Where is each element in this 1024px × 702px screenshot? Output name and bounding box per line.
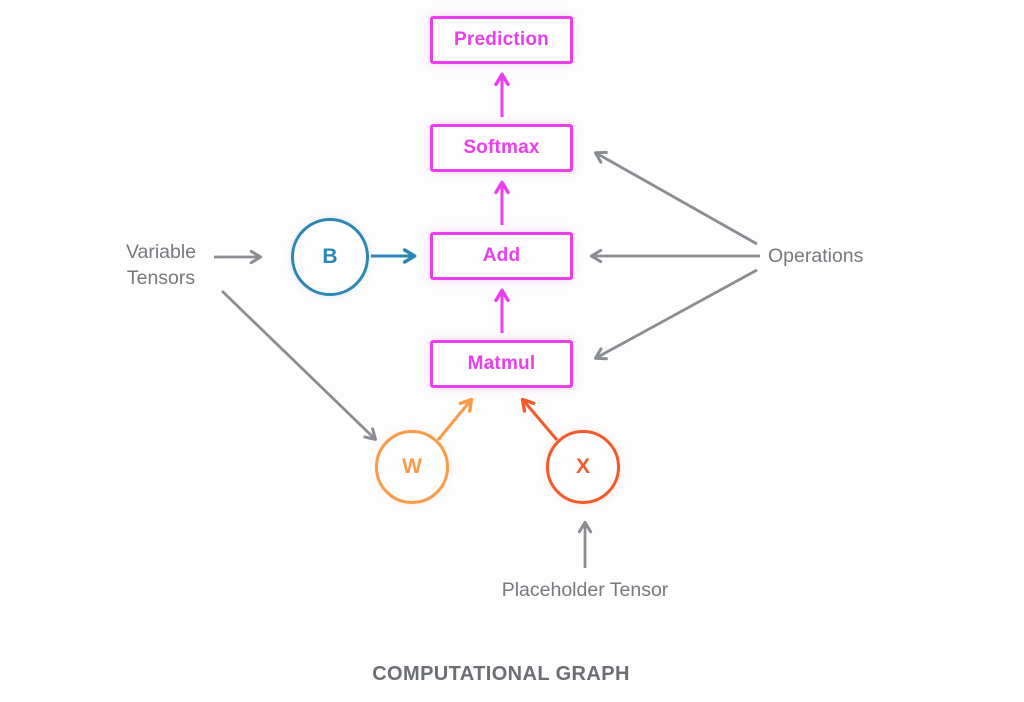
label-placeholder-tensor: Placeholder Tensor: [501, 579, 669, 601]
node-matmul: Matmul: [430, 340, 573, 388]
node-add: Add: [430, 232, 573, 280]
tensor-node-b: B: [291, 218, 369, 296]
label-variable-tensors-line2: Tensors: [126, 267, 196, 289]
arrow-w-to-matmul: [436, 397, 474, 441]
arrow-operations-to-matmul: [593, 268, 758, 361]
tensor-b-label: B: [322, 245, 338, 268]
node-add-label: Add: [482, 245, 521, 266]
label-variable-tensors: Variable Tensors: [100, 239, 222, 291]
arrow-variable-tensors-to-w: [221, 289, 377, 441]
diagram-title: COMPUTATIONAL GRAPH: [372, 663, 630, 685]
arrow-x-to-matmul: [520, 397, 559, 441]
node-softmax: Softmax: [430, 124, 573, 172]
arrow-operations-to-softmax: [593, 150, 758, 246]
label-operations: Operations: [768, 245, 864, 267]
node-prediction-label: Prediction: [454, 29, 549, 50]
node-matmul-label: Matmul: [467, 353, 536, 374]
tensor-x-label: X: [575, 455, 590, 478]
label-variable-tensors-line1: Variable: [125, 241, 197, 263]
tensor-node-w: W: [375, 430, 449, 504]
node-prediction: Prediction: [430, 16, 573, 64]
tensor-node-x: X: [546, 430, 620, 504]
node-softmax-label: Softmax: [463, 137, 540, 158]
tensor-w-label: W: [402, 455, 422, 478]
